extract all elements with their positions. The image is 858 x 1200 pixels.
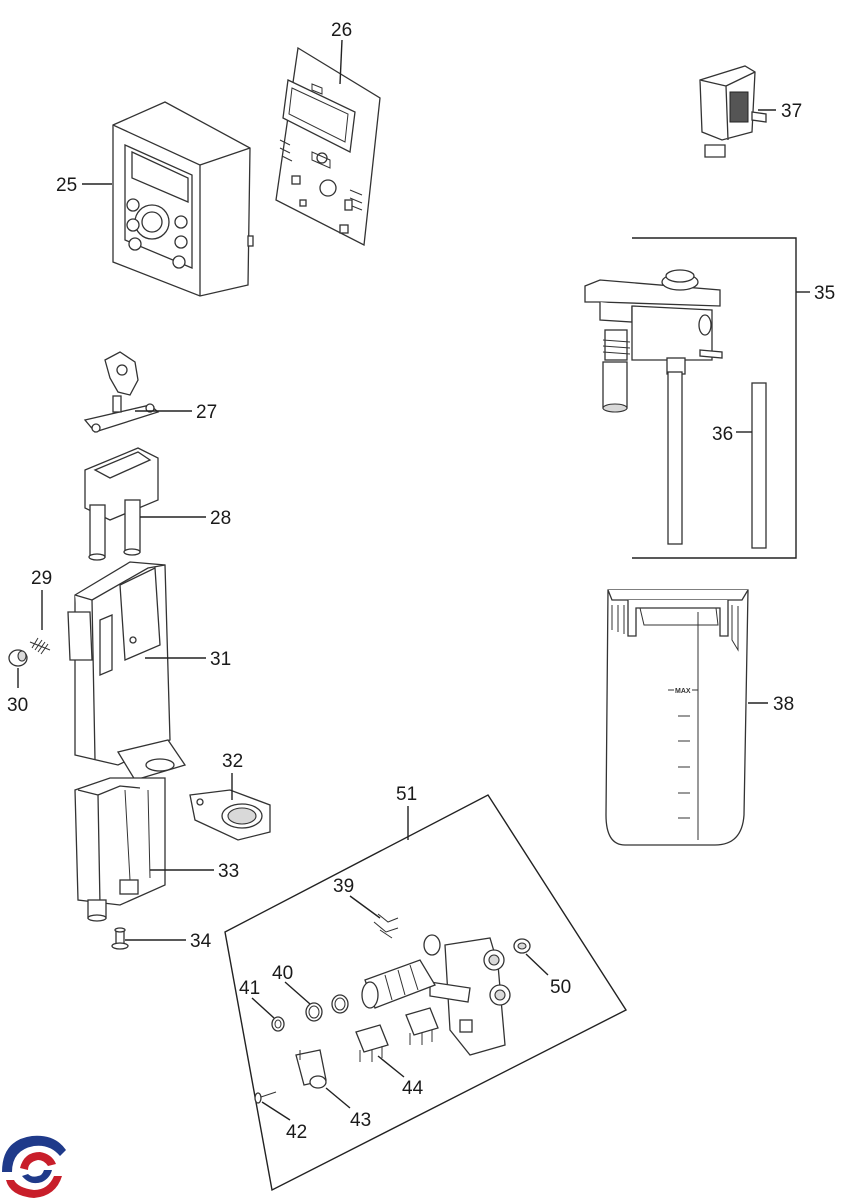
part-41-o-ring [271, 1016, 285, 1032]
part-26-pcb-board [275, 46, 381, 247]
part-28-holder [84, 447, 159, 561]
part-27-lever [83, 351, 160, 433]
label-28: 28 [210, 508, 231, 529]
label-27: 27 [196, 402, 217, 423]
label-39: 39 [333, 876, 354, 897]
label-40: 40 [272, 963, 293, 984]
label-50: 50 [550, 977, 571, 998]
label-37: 37 [781, 101, 802, 122]
part-42-screw [254, 1091, 277, 1104]
part-33-lower-frame [74, 777, 166, 922]
part-valve-body [423, 934, 511, 1056]
part-37-component [699, 65, 767, 158]
label-33: 33 [218, 861, 239, 882]
part-44-microswitch [355, 1007, 439, 1062]
label-42: 42 [286, 1122, 307, 1143]
part-50-seal-ring [513, 938, 531, 954]
part-30-cap [8, 649, 28, 667]
part-35-valve-assembly [584, 269, 723, 545]
label-34: 34 [190, 931, 212, 952]
part-29-spring [29, 637, 51, 655]
enclosure-51 [224, 794, 628, 1192]
label-32: 32 [222, 751, 243, 772]
label-44: 44 [402, 1078, 424, 1099]
part-39-clip [373, 913, 399, 939]
bracket-35 [632, 237, 797, 559]
label-41: 41 [239, 978, 260, 999]
label-29: 29 [31, 568, 52, 589]
label-38: 38 [773, 694, 794, 715]
part-36-tube [751, 382, 767, 549]
part-43-switch [295, 1049, 327, 1089]
label-35: 35 [814, 283, 835, 304]
part-25-control-housing [112, 101, 254, 297]
part-hose-connector [361, 959, 436, 1009]
label-26: 26 [331, 20, 352, 41]
part-38-water-tank: MAX [605, 589, 749, 846]
brand-logo [2, 1135, 66, 1198]
label-31: 31 [210, 649, 231, 670]
label-36: 36 [712, 424, 733, 445]
part-31-frame [67, 561, 187, 781]
max-fill-mark: MAX [675, 688, 691, 695]
part-40-o-ring [305, 994, 349, 1022]
part-32-plate [189, 789, 271, 841]
label-25: 25 [56, 175, 77, 196]
part-34-pin [111, 927, 129, 950]
label-30: 30 [7, 695, 28, 716]
leader-lines [17, 39, 810, 1121]
label-43: 43 [350, 1110, 371, 1131]
label-51: 51 [396, 784, 417, 805]
